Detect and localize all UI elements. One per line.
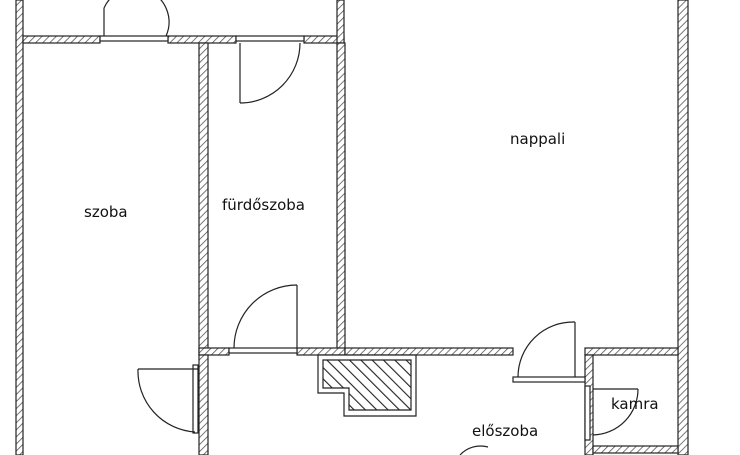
stair-block [317,354,417,417]
doors [99,0,639,455]
door-entrance [459,445,489,455]
stair-hatch [322,359,412,411]
wall-furdo-nappali [336,42,346,356]
wall-top-partition-left [22,35,101,44]
wall-furdo-bottom-right [296,347,346,356]
label-furdoszoba: fürdőszoba [222,196,305,214]
wall-left-outer [15,0,24,455]
wall-nappali-bottom-right [584,347,679,356]
wall-upper-mid [336,0,345,44]
label-szoba: szoba [84,203,128,221]
room-labels: szoba fürdőszoba nappali előszoba kamra [84,130,659,440]
label-kamra: kamra [611,395,659,413]
wall-kamra-bottom [592,445,679,454]
wall-szoba-eloszoba [198,354,209,455]
label-nappali: nappali [510,130,565,148]
door-furdo-bottom [228,284,298,354]
door-szoba [137,364,199,434]
wall-nappali-bottom-left [344,347,514,356]
door-kamra [584,385,639,441]
door-nappali [512,321,586,383]
door-top [99,0,170,42]
door-furdo-top [235,35,305,104]
label-eloszoba: előszoba [472,422,538,440]
wall-top-partition-mid [167,35,237,44]
wall-szoba-furdo [198,42,209,356]
wall-furdo-bottom-left [198,347,230,356]
wall-right-outer [677,0,689,455]
